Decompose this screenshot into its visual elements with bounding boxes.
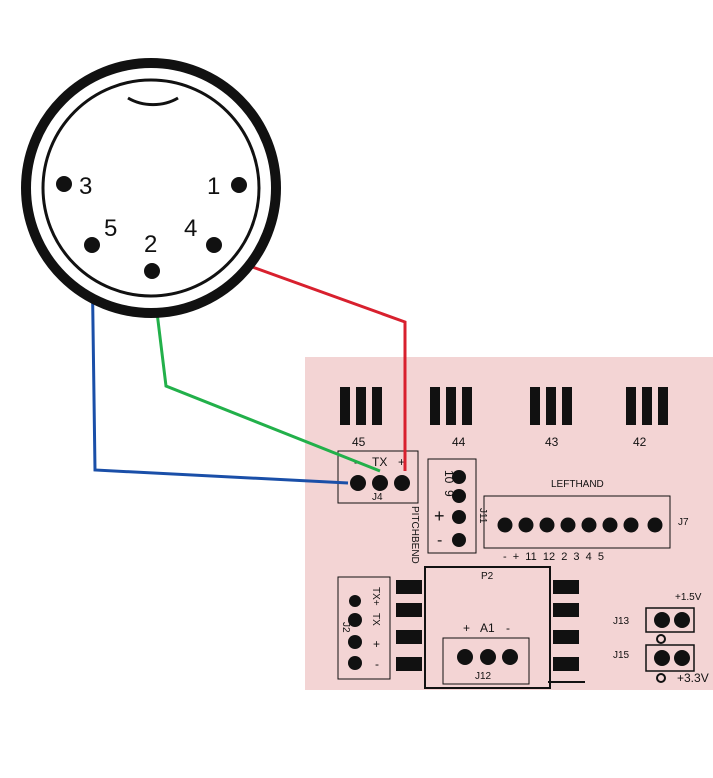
j11-pin-1 [452, 470, 466, 484]
j15-pin-2 [674, 650, 690, 666]
j11-label-9: 9 [442, 490, 456, 497]
j2-pin-4 [348, 656, 362, 670]
p2-outline [424, 566, 551, 689]
p2-plus-label: + [463, 621, 470, 635]
lefthand-title: LEFTHAND [551, 479, 604, 490]
p2-left-pads [396, 580, 422, 671]
j11-label-10: 10 [442, 470, 456, 484]
j11-label-plus: + [434, 506, 445, 526]
j4-plus-label: + [398, 455, 405, 469]
din-pin-3-label: 3 [79, 173, 92, 200]
din-pin-1-label: 1 [207, 173, 220, 200]
j7-outline [483, 495, 671, 549]
j15-outline [645, 644, 695, 672]
din-key-notch [127, 96, 179, 107]
j13-name: J13 [613, 616, 630, 627]
din-pin-5-dot [84, 237, 100, 253]
j7-pin-labels: - + 11 12 2 3 4 5 [503, 551, 604, 563]
j7-name: J7 [678, 517, 689, 528]
pitchbend-label: PITCHBEND [409, 506, 420, 564]
j2-pin-2 [348, 613, 362, 627]
red-wire [221, 254, 407, 471]
j2-txplus-label: TX+ [370, 587, 381, 606]
j2-pin-3 [348, 635, 362, 649]
din-pin-3-dot [56, 176, 72, 192]
j13-pin-2 [674, 612, 690, 628]
p2-a1-label: A1 [480, 621, 495, 635]
j4-outline [337, 450, 419, 504]
j2-pin-1 [349, 595, 361, 607]
p2-minus-label: - [506, 621, 510, 635]
j2-outline [337, 576, 391, 680]
j15-via [656, 673, 666, 683]
j12-outline [442, 637, 530, 685]
j12-name: J12 [475, 671, 492, 682]
din-pin-4-label: 4 [184, 215, 197, 242]
header-number-43: 43 [545, 435, 559, 449]
din-pin-2-label: 2 [144, 231, 157, 258]
j4-pin-2 [372, 475, 388, 491]
j2-minus-label: - [375, 657, 379, 671]
j13-pin-1 [654, 612, 670, 628]
j11-name: J11 [477, 508, 488, 524]
j12-pin-3 [502, 649, 518, 665]
green-wire [153, 295, 381, 473]
j12-pin-1 [457, 649, 473, 665]
header-number-42: 42 [633, 435, 647, 449]
j4-name: J4 [372, 492, 383, 503]
j2-tx-label: TX [370, 613, 381, 626]
din-inner-ring [41, 78, 261, 298]
j7-pins [497, 517, 663, 533]
j11-pin-2 [452, 489, 466, 503]
j12-pin-2 [480, 649, 496, 665]
din-pin-4-dot [206, 237, 222, 253]
header-number-44: 44 [452, 435, 466, 449]
j11-label-minus: - [437, 532, 442, 549]
din-pin-5-label: 5 [104, 215, 117, 242]
j11-pin-4 [452, 533, 466, 547]
j15-name: J15 [613, 650, 630, 661]
header-slots [340, 387, 668, 425]
p2-name: P2 [481, 571, 494, 582]
j2-name: J2 [340, 622, 351, 633]
j11-outline [427, 458, 477, 554]
j15-voltage: +3.3V [677, 671, 709, 685]
din-pin-1-dot [231, 177, 247, 193]
blue-wire [90, 252, 349, 485]
j2-plus-label: + [373, 637, 380, 651]
j15-pin-1 [654, 650, 670, 666]
j4-tx-label: TX [372, 455, 387, 469]
j4-pin-1 [350, 475, 366, 491]
j13-via [656, 634, 666, 644]
header-number-45: 45 [352, 435, 366, 449]
j4-pin-3 [394, 475, 410, 491]
j13-outline [645, 607, 695, 633]
j13-voltage: +1.5V [675, 592, 702, 603]
din-pin-2-dot [144, 263, 160, 279]
p2-right-pads [553, 580, 579, 671]
j11-pin-3 [452, 510, 466, 524]
